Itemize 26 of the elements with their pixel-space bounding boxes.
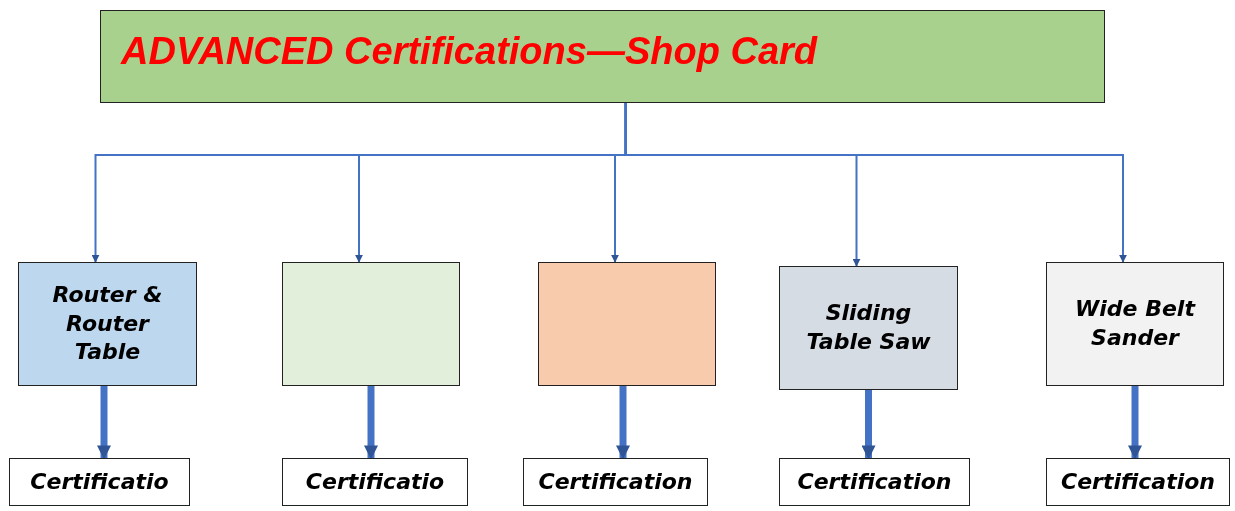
arrow	[364, 386, 378, 460]
node-label: Router & Router Table	[51, 281, 164, 367]
arrow	[1128, 386, 1142, 460]
process-box	[779, 266, 958, 390]
arrow	[861, 390, 876, 460]
certification-box	[282, 458, 468, 506]
node-label: Certification	[538, 467, 693, 496]
node-label: Wide Belt Sander	[1074, 295, 1197, 352]
process-box	[1046, 262, 1224, 386]
arrow	[97, 386, 111, 460]
node-label: Certificatio	[305, 467, 445, 496]
arrow	[616, 386, 630, 460]
node-label: Certification	[1061, 467, 1215, 496]
certification-box	[1046, 458, 1230, 506]
title-text: ADVANCED Certifications—Shop Card	[121, 29, 818, 74]
process-box	[18, 262, 197, 386]
process-box	[282, 262, 460, 386]
title-box	[100, 10, 1105, 103]
process-box	[538, 262, 716, 386]
arrow	[624, 102, 1127, 263]
node-label: Certificatio	[30, 467, 169, 496]
certification-box	[9, 458, 190, 506]
node-label: Certification	[797, 467, 952, 496]
node-label: Sliding Table Saw	[805, 299, 932, 356]
certification-box	[779, 458, 970, 506]
certification-box	[523, 458, 708, 506]
